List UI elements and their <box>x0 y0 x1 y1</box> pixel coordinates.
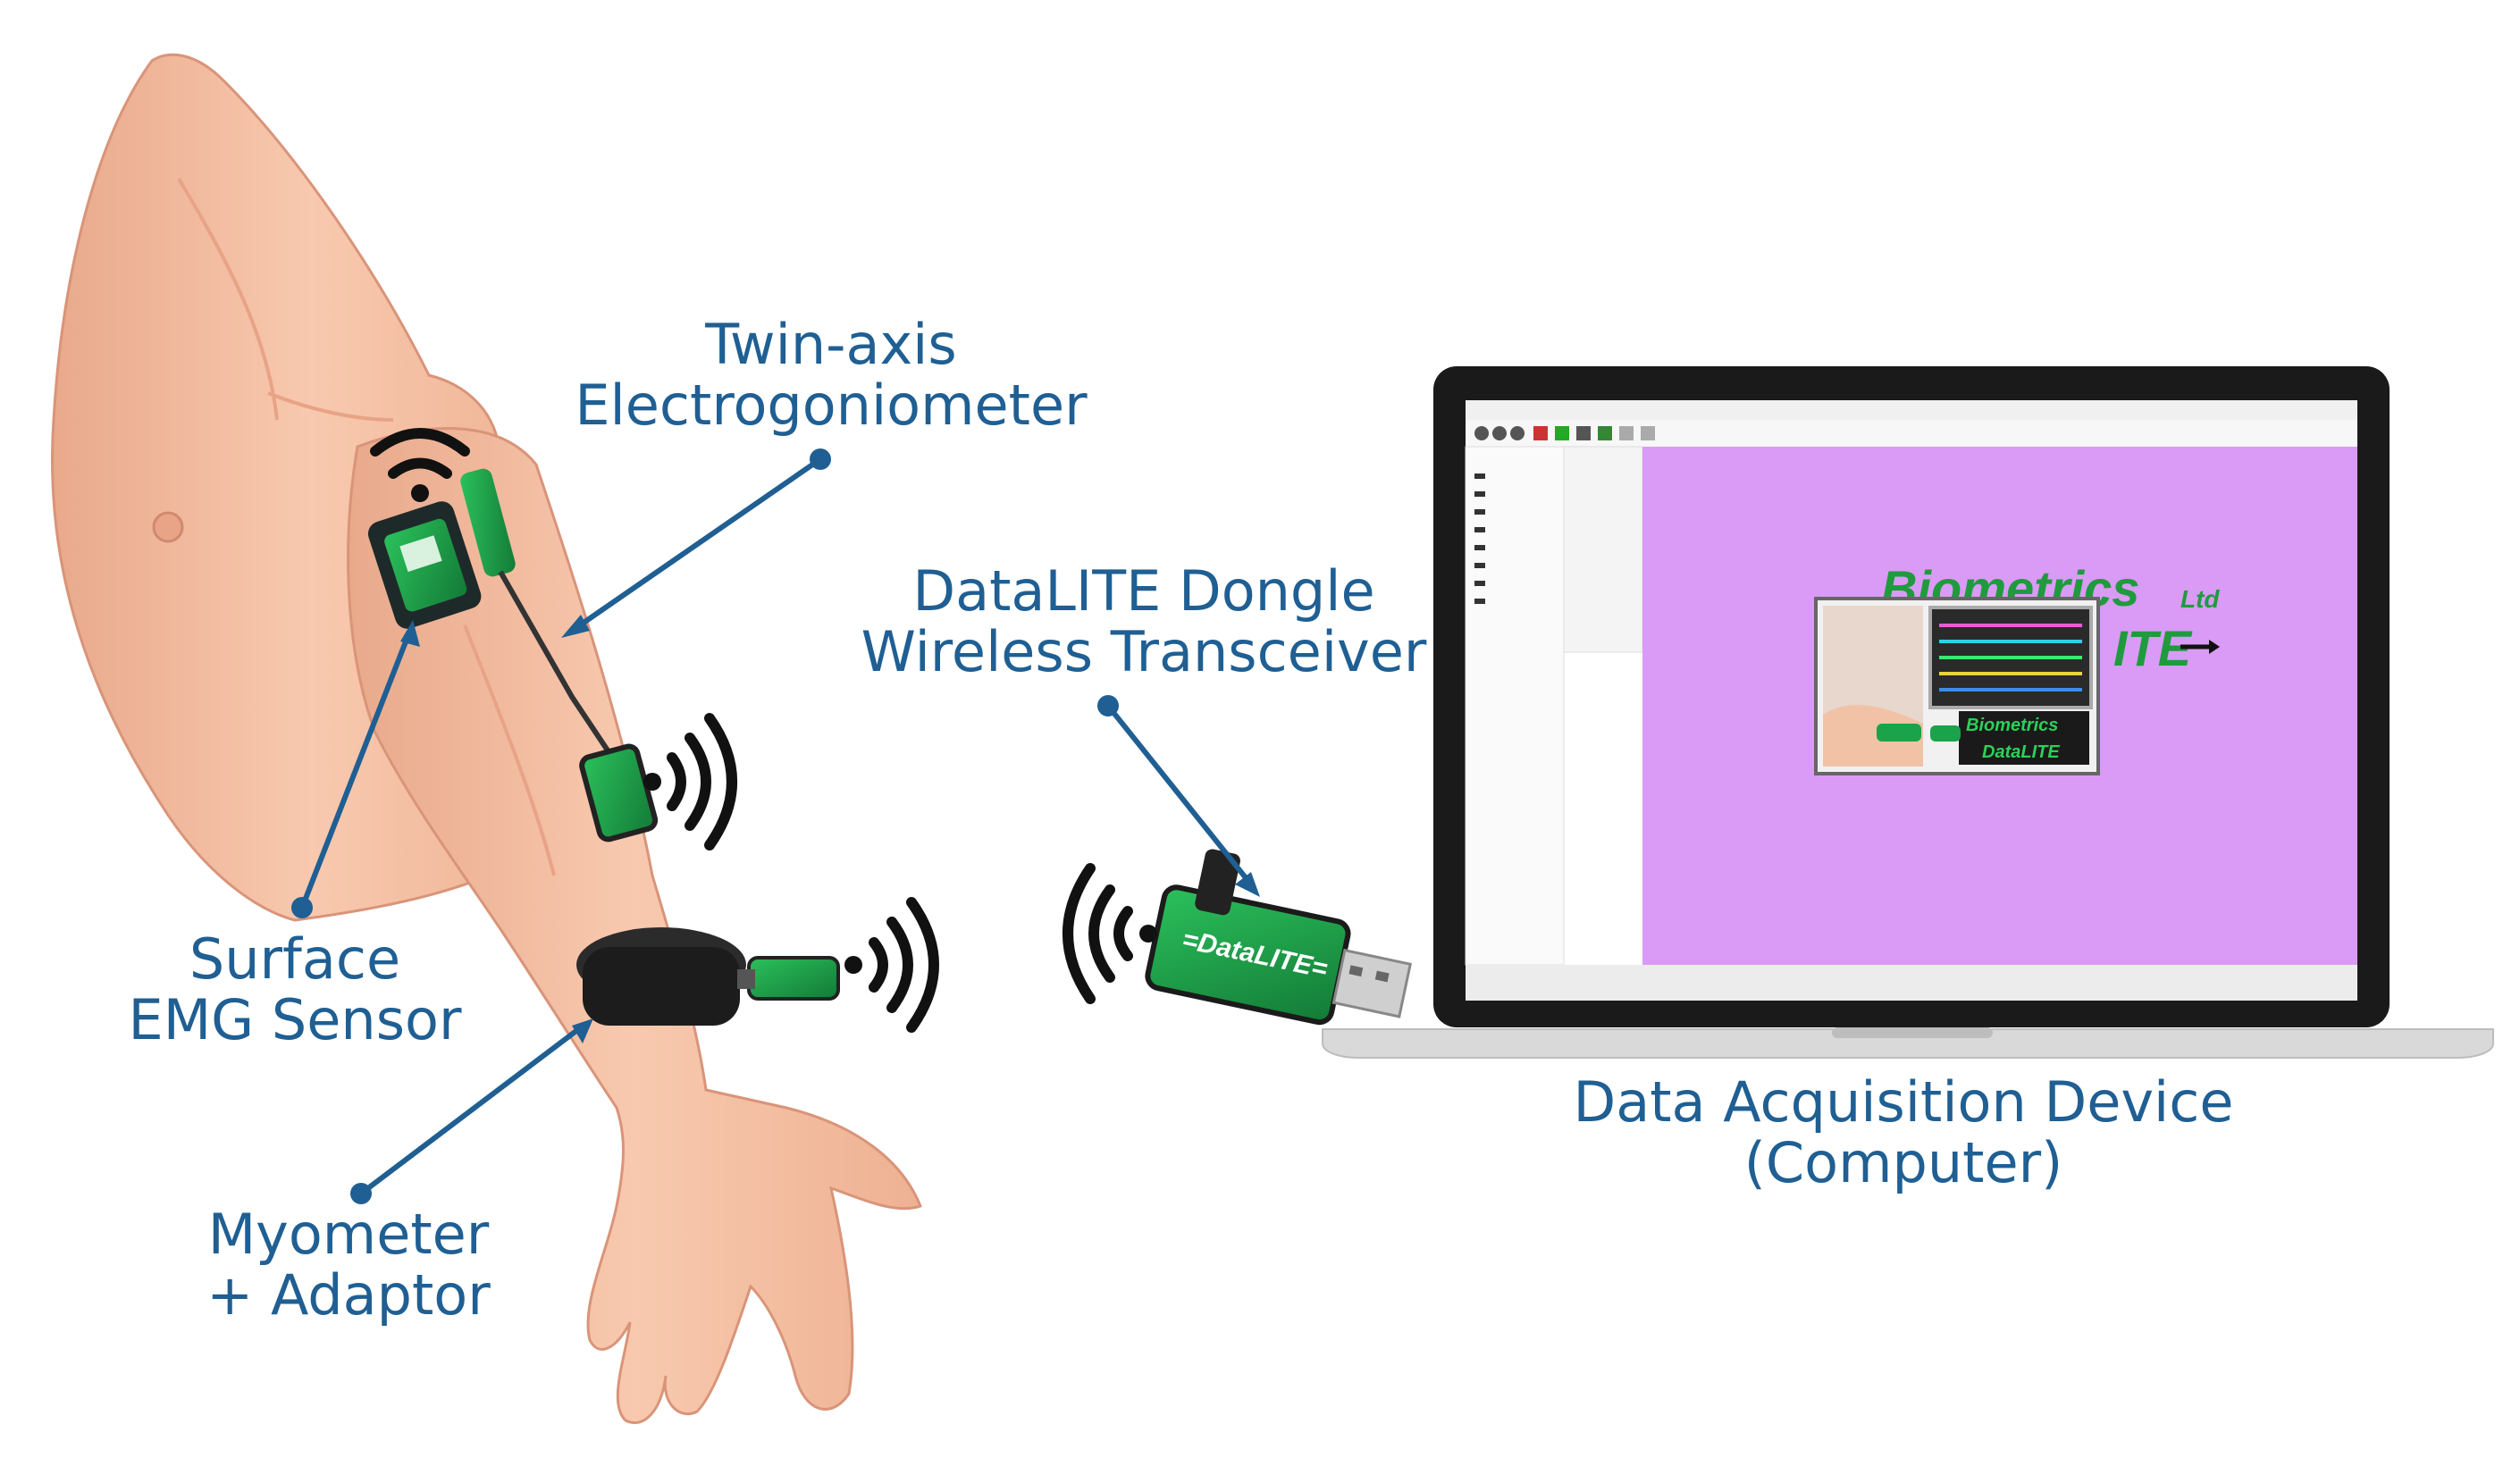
pointer-electrogoniometer <box>561 448 831 638</box>
label-line: (Computer) <box>1743 1130 2063 1195</box>
screen-logo-product: ITE <box>2113 620 2193 676</box>
wireless-signal-icon <box>1063 863 1157 1004</box>
label-line: DataLITE Dongle <box>912 558 1375 624</box>
label-line: Twin-axis <box>705 312 957 377</box>
label-line: Surface <box>189 926 401 992</box>
arm-shading <box>177 177 279 421</box>
datalite-dongle: =DataLITE= <box>1145 849 1413 1026</box>
label-line: Myometer <box>207 1202 490 1267</box>
label-myometer: Myometer + Adaptor <box>152 1204 545 1326</box>
wireless-signal-icon <box>643 713 737 850</box>
pointer-dongle <box>1097 695 1260 897</box>
myometer-device <box>576 927 840 1026</box>
label-line: Electrogoniometer <box>575 373 1088 438</box>
nipple <box>152 511 184 543</box>
arm-shading <box>267 391 394 422</box>
pointer-emg <box>291 620 420 918</box>
wireless-signal-icon <box>370 428 470 502</box>
laptop-computer: Biometrics Ltd ITE Biometrics DataLITE <box>1322 366 2494 1059</box>
label-line: Data Acquisition Device <box>1573 1069 2234 1135</box>
callout-pointers <box>291 448 1260 1204</box>
inset-logo-main: Biometrics <box>1966 716 2058 735</box>
pointer-myometer <box>350 1018 593 1204</box>
label-line: + Adaptor <box>206 1262 491 1328</box>
inset-logo-product: DataLITE <box>1982 742 2060 762</box>
label-electrogoniometer: Twin-axis Electrogoniometer <box>500 314 1162 436</box>
label-line: Wireless Transceiver <box>861 619 1427 684</box>
screen-logo-suffix: Ltd <box>2180 585 2220 613</box>
arm-shading <box>463 624 556 876</box>
label-emg-sensor: Surface EMG Sensor <box>80 929 509 1051</box>
arm-illustration <box>51 53 922 1424</box>
wireless-signal-icon <box>844 897 939 1033</box>
splash-photo: Biometrics DataLITE <box>1814 597 2100 775</box>
label-line: EMG Sensor <box>128 987 462 1052</box>
label-data-acquisition: Data Acquisition Device (Computer) <box>1519 1072 2288 1194</box>
label-dongle: DataLITE Dongle Wireless Transceiver <box>804 561 1483 683</box>
emg-sensor-device <box>367 501 482 629</box>
